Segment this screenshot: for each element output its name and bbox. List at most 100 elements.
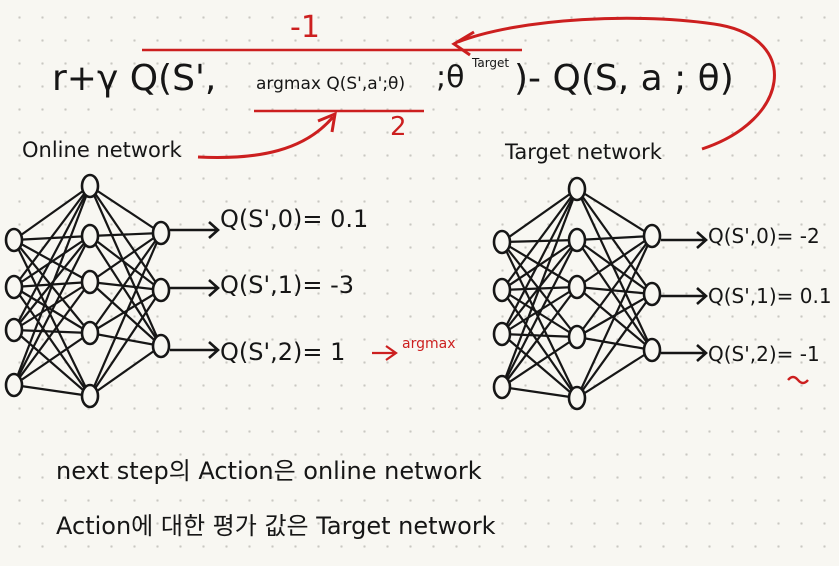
target-edge xyxy=(576,349,653,399)
online-node-l2-1 xyxy=(151,277,171,303)
online-edge xyxy=(89,289,162,397)
online-node-l1-0 xyxy=(80,173,100,199)
online-edge xyxy=(89,231,162,238)
online-edge xyxy=(89,331,162,348)
formula-target-superscript: Target xyxy=(472,56,510,70)
online-edge xyxy=(88,232,163,397)
target-node-l1-1 xyxy=(567,227,587,253)
online-edge xyxy=(13,328,91,335)
target-edge xyxy=(576,235,653,288)
target-edge xyxy=(500,188,579,388)
online-node-l0-1 xyxy=(4,274,24,300)
target-node-l0-3 xyxy=(492,374,512,400)
target-edge xyxy=(576,293,653,399)
target-min-squiggle xyxy=(787,375,809,385)
online-edge xyxy=(89,289,162,334)
online-edge xyxy=(89,232,162,283)
online-output-1: Q(S',1)= -3 xyxy=(220,271,355,299)
target-output-arrows xyxy=(661,231,708,362)
target-edge xyxy=(501,385,578,400)
target-node-l1-0 xyxy=(567,176,587,202)
formula-argmax-term: argmax Q(S',a';θ) xyxy=(256,74,406,94)
target-edge xyxy=(501,286,578,335)
target-edge xyxy=(576,234,653,242)
target-node-l2-2 xyxy=(642,337,662,363)
online-node-l2-0 xyxy=(151,220,171,246)
online-edge xyxy=(89,232,162,334)
target-edge xyxy=(576,285,653,296)
target-edge xyxy=(501,239,578,291)
target-node-l0-2 xyxy=(492,321,512,347)
target-output-0: Q(S',0)= -2 xyxy=(708,224,820,248)
online-network-graph xyxy=(4,173,171,409)
online-node-l0-3 xyxy=(4,372,24,398)
online-node-l1-3 xyxy=(80,320,100,346)
online-node-l1-4 xyxy=(80,383,100,409)
target-network-label: Target network xyxy=(505,140,662,164)
target-to-theta-arrow xyxy=(457,16,776,151)
target-edge xyxy=(576,188,653,351)
online-node-l0-2 xyxy=(4,317,24,343)
online-edge xyxy=(12,185,92,386)
online-output-arrow-1 xyxy=(170,279,220,297)
target-output-arrow-2 xyxy=(661,344,708,362)
target-node-l1-3 xyxy=(567,324,587,350)
target-node-l0-0 xyxy=(492,229,512,255)
online-edge xyxy=(13,185,91,288)
online-edge xyxy=(13,239,91,397)
target-edge xyxy=(576,239,653,351)
online-edge xyxy=(89,235,162,347)
annotation-minus-one: -1 xyxy=(290,10,320,45)
online-edge xyxy=(13,383,91,398)
target-node-l1-4 xyxy=(567,385,587,411)
target-edge xyxy=(576,188,653,295)
target-edge xyxy=(576,335,653,352)
target-edge xyxy=(501,239,578,388)
online-edge xyxy=(13,235,91,386)
online-edge xyxy=(89,185,162,234)
online-output-arrows xyxy=(170,221,220,359)
target-edge xyxy=(501,188,578,291)
target-to-theta-arrowhead xyxy=(451,30,475,57)
online-edge xyxy=(13,329,91,397)
formula-suffix: )- Q(S, a ; θ) xyxy=(514,58,734,99)
target-edge xyxy=(501,241,578,399)
online-edge xyxy=(13,235,91,288)
target-edge xyxy=(501,336,578,388)
target-node-l2-0 xyxy=(642,223,662,249)
online-edge xyxy=(89,280,162,292)
target-node-l0-1 xyxy=(492,277,512,303)
online-output-0: Q(S',0)= 0.1 xyxy=(220,205,369,233)
note-line-2: Action에 대한 평가 값은 Target network xyxy=(56,512,496,540)
online-to-argmax-arrowhead xyxy=(317,111,337,133)
target-edge xyxy=(501,333,578,399)
target-output-1: Q(S',1)= 0.1 xyxy=(708,284,832,308)
online-node-l2-2 xyxy=(151,333,171,359)
online-edge xyxy=(89,185,162,291)
target-output-arrow-0 xyxy=(661,231,708,249)
target-edge xyxy=(501,188,578,243)
target-edge xyxy=(501,286,578,388)
formula-prefix: r+γ Q(S', xyxy=(52,58,217,99)
online-node-l1-2 xyxy=(80,269,100,295)
online-to-argmax-arrow xyxy=(197,116,335,159)
target-node-l1-2 xyxy=(567,274,587,300)
note-line-1: next step의 Action은 online network xyxy=(56,457,482,485)
online-edge xyxy=(13,185,91,241)
target-edge xyxy=(576,235,653,338)
argmax-arrow xyxy=(372,345,398,361)
online-edge xyxy=(88,185,163,347)
annotation-two: 2 xyxy=(390,112,407,142)
online-edge xyxy=(13,281,91,331)
target-edge xyxy=(576,188,653,237)
online-node-l0-0 xyxy=(4,227,24,253)
online-edge xyxy=(13,185,91,331)
target-node-l2-1 xyxy=(642,281,662,307)
online-output-arrow-0 xyxy=(170,221,220,239)
online-output-2: Q(S',2)= 1 xyxy=(220,338,346,366)
online-edge xyxy=(89,235,162,291)
online-edge xyxy=(13,332,91,386)
target-edge xyxy=(576,235,653,399)
online-output-arrow-2 xyxy=(170,341,220,359)
